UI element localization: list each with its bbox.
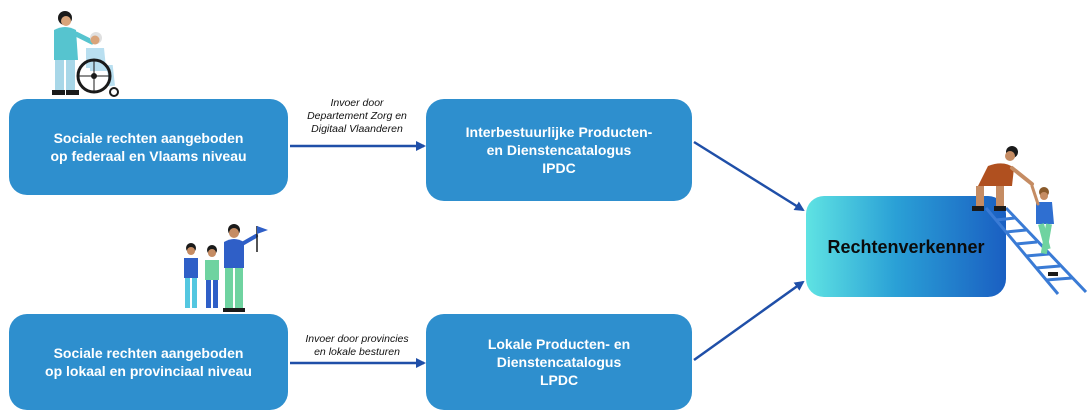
node-lpdc: Lokale Producten- en Dienstencatalogus L…	[426, 314, 692, 410]
edge-label-line: Departement Zorg en	[307, 110, 407, 122]
node-text-line: op federaal en Vlaams niveau	[50, 148, 247, 164]
caregiver-wheelchair-icon	[52, 11, 119, 97]
node-sociale-rechten-lokaal: Sociale rechten aangeboden op lokaal en …	[9, 314, 288, 410]
node-text-line: Sociale rechten aangeboden	[53, 130, 244, 146]
node-text-line: op lokaal en provinciaal niveau	[45, 363, 252, 379]
edge-label-federaal: Invoer door Departement Zorg en Digitaal…	[283, 97, 431, 136]
node-text-line: Dienstencatalogus	[496, 354, 622, 370]
node-text-line: IPDC	[542, 160, 576, 176]
family-flag-icon	[184, 224, 268, 312]
helping-ladder-icon	[972, 146, 1088, 295]
node-sociale-rechten-federaal: Sociale rechten aangeboden op federaal e…	[9, 99, 288, 195]
edge-label-line: Digitaal Vlaanderen	[311, 123, 403, 135]
edge-label-line: en lokale besturen	[314, 346, 400, 358]
node-title: Rechtenverkenner	[827, 236, 985, 257]
node-rechtenverkenner: Rechtenverkenner	[806, 196, 1006, 297]
node-text-line: LPDC	[539, 372, 579, 388]
edge-label-line: Invoer door	[330, 97, 384, 109]
arrow-lpdc-to-rechtenverkenner	[693, 280, 805, 362]
edge-label-line: Invoer door provincies	[305, 333, 409, 345]
node-ipdc: Interbestuurlijke Producten- en Diensten…	[426, 99, 692, 201]
node-text-line: Interbestuurlijke Producten-	[465, 124, 653, 140]
node-text-line: en Dienstencatalogus	[486, 142, 632, 158]
arrow-ipdc-to-rechtenverkenner	[693, 140, 805, 212]
edge-label-lokaal: Invoer door provincies en lokale besture…	[283, 333, 431, 359]
node-text-line: Sociale rechten aangeboden	[53, 345, 244, 361]
node-text-line: Lokale Producten- en	[487, 336, 631, 352]
